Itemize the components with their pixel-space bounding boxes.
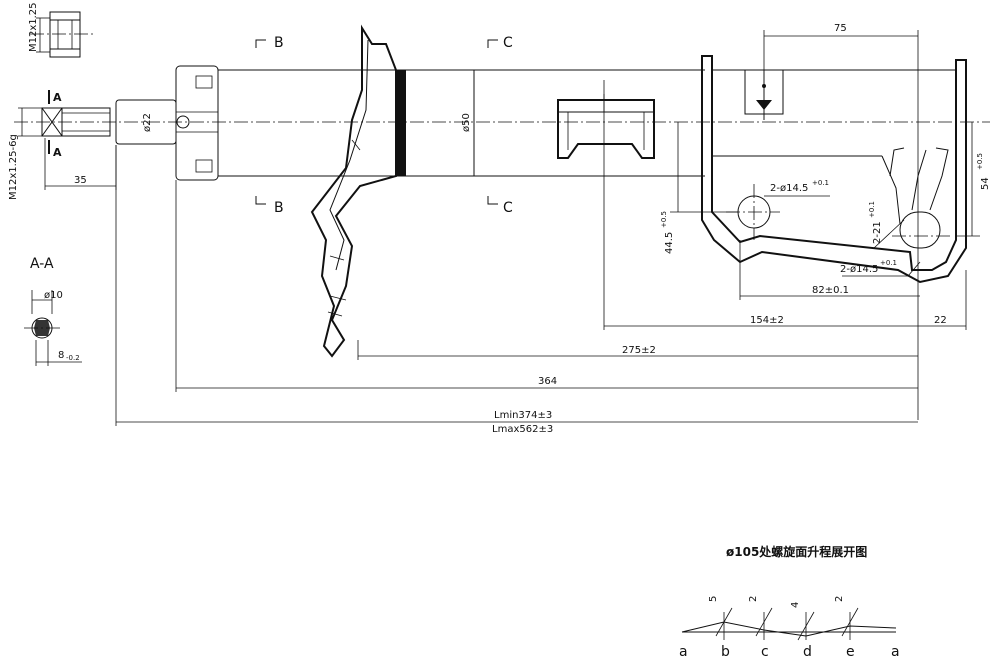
point-a2: a — [891, 644, 900, 660]
dia-10-label: ø10 — [44, 290, 63, 301]
top-cap — [175, 65, 219, 181]
section-a-top: A — [53, 91, 62, 104]
dim-44-5: 44.5 — [664, 232, 675, 254]
dim-22: 22 — [934, 315, 947, 326]
dim-82: 82±0.1 — [812, 285, 849, 296]
section-c-top: C — [503, 35, 513, 51]
right-dimensions: 75 54 +0.5 44.5 +0.5 2-ø14.5 +0.1 2-ø14.… — [603, 23, 991, 420]
section-markers: B B C C — [255, 35, 513, 216]
section-a-bottom: A — [53, 146, 62, 159]
thread-side-label: M12x1.25-6g — [8, 134, 19, 200]
nut-view: M12x1.25 — [28, 2, 95, 58]
slot-label: 2-21 — [872, 221, 883, 244]
lift-4: 4 — [790, 602, 801, 608]
spring-seat — [310, 24, 397, 358]
section-b-bottom: B — [274, 200, 284, 216]
point-c: c — [761, 644, 769, 660]
lift-5: 5 — [708, 596, 719, 602]
point-d: d — [803, 644, 812, 660]
hole1-label: 2-ø14.5 — [770, 183, 808, 194]
knuckle-bracket — [701, 55, 967, 284]
flat-8-label: 8 — [58, 350, 64, 361]
flat-tol: -0.2 — [66, 354, 80, 362]
slot-tol: +0.1 — [868, 201, 876, 218]
lift-2b: 2 — [834, 596, 845, 602]
point-b: b — [721, 644, 730, 660]
hole1-tol: +0.1 — [812, 179, 829, 187]
point-e: e — [846, 644, 855, 660]
thread-top-label: M12x1.25 — [28, 2, 39, 52]
dia-50-label: ø50 — [461, 113, 472, 132]
dia-22-label: ø22 — [142, 113, 153, 132]
section-aa-title: A-A — [30, 256, 54, 272]
bracket-clip — [557, 94, 655, 159]
dim-lmin: Lmin374±3 — [494, 410, 552, 421]
cylinder-body: ø50 — [218, 69, 705, 177]
section-aa: A-A ø10 8 -0.2 — [24, 256, 82, 366]
rod-end: A A M12x1.25-6g 35 ø22 — [8, 90, 990, 200]
point-a1: a — [679, 644, 688, 660]
hole2-label: 2-ø14.5 — [840, 264, 878, 275]
lift-2a: 2 — [748, 596, 759, 602]
rod-length-35: 35 — [74, 175, 87, 186]
dim-75: 75 — [834, 23, 847, 34]
section-c-bottom: C — [503, 200, 513, 216]
hole2-tol: +0.1 — [880, 259, 897, 267]
dim-364: 364 — [538, 376, 557, 387]
helix-development: ø105处螺旋面升程展开图 5 2 4 2 a b c d e a — [679, 544, 900, 660]
dim-lmax: Lmax562±3 — [492, 424, 553, 435]
dim-54: 54 — [980, 177, 991, 190]
helix-title: ø105处螺旋面升程展开图 — [726, 544, 867, 559]
dim-154: 154±2 — [750, 315, 784, 326]
length-dimensions: 275±2 364 Lmin374±3 Lmax562±3 — [115, 145, 918, 435]
dim-275: 275±2 — [622, 345, 656, 356]
dim-44-5-tol: +0.5 — [660, 211, 668, 228]
dim-54-tol: +0.5 — [976, 153, 984, 170]
section-b-top: B — [274, 35, 284, 51]
